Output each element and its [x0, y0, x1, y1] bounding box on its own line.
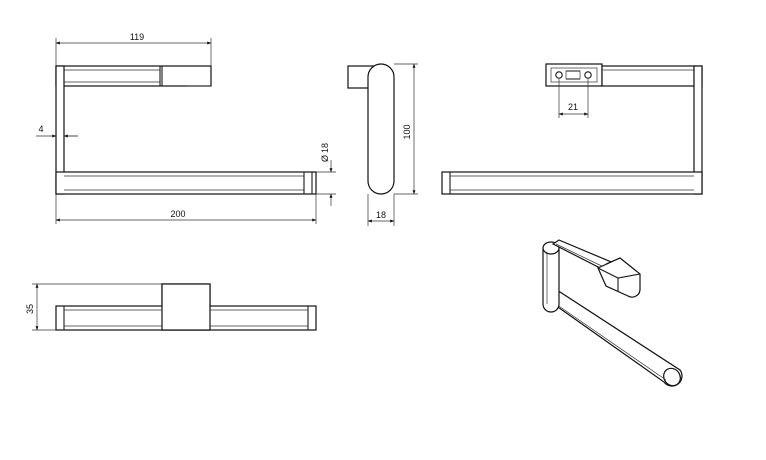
dim-diameter-symbol: Ø [320, 155, 330, 162]
side-view: 100 18 [347, 63, 418, 226]
screw-hole-right [584, 71, 592, 79]
iso-bar-end-cap [663, 367, 681, 387]
top-arm [55, 65, 212, 87]
top-view: 119 4 200 Ø 18 [36, 32, 336, 224]
mount-bracket [545, 63, 603, 87]
dim-35: 35 [25, 283, 162, 331]
dim-200-label: 200 [170, 209, 185, 219]
bottom-bar [55, 171, 317, 195]
dim-4-label: 4 [38, 124, 43, 134]
dim-diameter-18: Ø 18 [316, 143, 336, 206]
iso-long-bar [546, 291, 683, 387]
dim-200: 200 [55, 194, 317, 224]
isometric-view [542, 239, 683, 387]
rear-top-arm [601, 65, 703, 87]
rear-bottom-bar [441, 171, 703, 195]
dim-diameter-label: 18 [320, 143, 330, 153]
rear-view: 21 [441, 63, 703, 195]
screw-hole-left [555, 71, 563, 79]
dim-100-label: 100 [402, 124, 412, 139]
dim-21-label: 21 [568, 102, 578, 112]
dim-18-side: 18 [367, 194, 395, 226]
front-view: 35 [25, 283, 317, 331]
side-bar-profile [367, 63, 395, 195]
iso-vertical-post [542, 247, 560, 313]
dim-100: 100 [394, 63, 418, 195]
dim-18-side-label: 18 [376, 210, 386, 220]
dim-35-label: 35 [25, 304, 35, 314]
dim-119: 119 [55, 32, 212, 66]
dim-119-label: 119 [130, 32, 144, 42]
dim-4: 4 [36, 124, 78, 138]
dim-21: 21 [558, 79, 589, 118]
